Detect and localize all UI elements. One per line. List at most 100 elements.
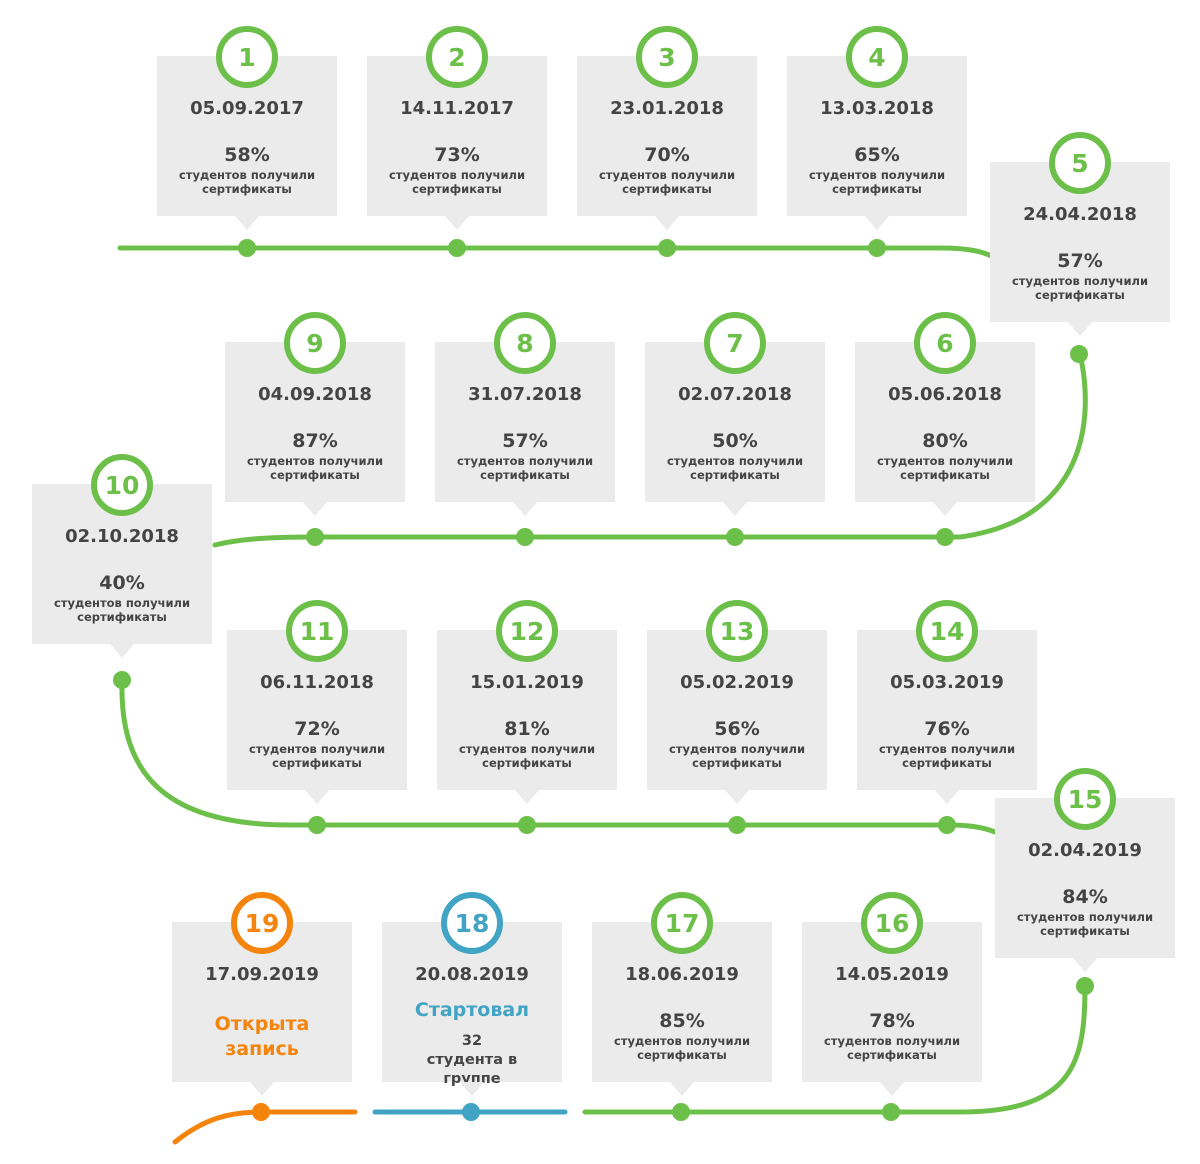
track-dot-17 xyxy=(672,1103,690,1121)
step-date: 14.05.2019 xyxy=(835,964,949,985)
step-number-badge: 11 xyxy=(286,600,348,662)
track-dot-3 xyxy=(658,239,676,257)
track-dot-11 xyxy=(308,816,326,834)
step-number-badge: 3 xyxy=(636,26,698,88)
step-number-badge: 8 xyxy=(494,312,556,374)
step-date: 13.03.2018 xyxy=(820,98,934,119)
track-dot-10 xyxy=(113,671,131,689)
step-caption: студентов получили сертификаты xyxy=(456,454,594,482)
track-dot-8 xyxy=(516,528,534,546)
step-percent: 72% xyxy=(294,718,340,740)
step-card-5: 5 24.04.2018 57% студентов получили серт… xyxy=(990,132,1170,336)
step-status: Открыта запись xyxy=(214,1013,310,1060)
step-number-badge: 5 xyxy=(1049,132,1111,194)
step-caption: студентов получили сертификаты xyxy=(53,596,191,624)
step-date: 04.09.2018 xyxy=(258,384,372,405)
step-number-badge: 17 xyxy=(651,892,713,954)
track-dot-12 xyxy=(518,816,536,834)
step-number-badge: 14 xyxy=(916,600,978,662)
step-number-badge: 18 xyxy=(441,892,503,954)
track-dot-9 xyxy=(306,528,324,546)
step-date: 02.04.2019 xyxy=(1028,840,1142,861)
step-card-10: 10 02.10.2018 40% студентов получили сер… xyxy=(32,454,212,658)
step-percent: 57% xyxy=(502,430,548,452)
step-card-3: 3 23.01.2018 70% студентов получили серт… xyxy=(577,26,757,230)
step-number-badge: 10 xyxy=(91,454,153,516)
track-dot-4 xyxy=(868,239,886,257)
step-percent: 73% xyxy=(434,144,480,166)
track-dot-2 xyxy=(448,239,466,257)
step-date: 17.09.2019 xyxy=(205,964,319,985)
step-date: 05.02.2019 xyxy=(680,672,794,693)
track-dots xyxy=(113,239,1094,1121)
step-caption: студентов получили сертификаты xyxy=(876,454,1014,482)
step-percent: 40% xyxy=(99,572,145,594)
step-number-badge: 7 xyxy=(704,312,766,374)
step-number-badge: 13 xyxy=(706,600,768,662)
track-line-row-3 xyxy=(119,677,998,835)
step-status: Стартовал xyxy=(414,999,530,1021)
step-date: 02.07.2018 xyxy=(678,384,792,405)
step-caption: студентов получили сертификаты xyxy=(248,742,386,770)
step-caption: студентов получили сертификаты xyxy=(598,168,736,196)
step-date: 24.04.2018 xyxy=(1023,204,1137,225)
step-percent: 80% xyxy=(922,430,968,452)
track-dot-13 xyxy=(728,816,746,834)
step-card-4: 4 13.03.2018 65% студентов получили серт… xyxy=(787,26,967,230)
step-caption: студентов получили сертификаты xyxy=(823,1034,961,1062)
step-percent: 70% xyxy=(644,144,690,166)
step-caption: студентов получили сертификаты xyxy=(613,1034,751,1062)
step-caption: студентов получили сертификаты xyxy=(1011,274,1149,302)
step-date: 18.06.2019 xyxy=(625,964,739,985)
step-caption: студентов получили сертификаты xyxy=(666,454,804,482)
step-card-18: 18 20.08.2019 Стартовал 32 студента в гр… xyxy=(382,892,562,1096)
step-number-badge: 19 xyxy=(231,892,293,954)
step-number-badge: 6 xyxy=(914,312,976,374)
step-date: 15.01.2019 xyxy=(470,672,584,693)
step-percent: 78% xyxy=(869,1010,915,1032)
step-date: 05.09.2017 xyxy=(190,98,304,119)
step-number-badge: 12 xyxy=(496,600,558,662)
step-percent: 81% xyxy=(504,718,550,740)
step-number-badge: 9 xyxy=(284,312,346,374)
step-percent: 50% xyxy=(712,430,758,452)
step-percent: 76% xyxy=(924,718,970,740)
step-card-15: 15 02.04.2019 84% студентов получили сер… xyxy=(995,768,1175,972)
step-card-14: 14 05.03.2019 76% студентов получили сер… xyxy=(857,600,1037,804)
track-dot-5 xyxy=(1070,345,1088,363)
track-dot-19 xyxy=(252,1103,270,1121)
step-card-13: 13 05.02.2019 56% студентов получили сер… xyxy=(647,600,827,804)
track-line-row-2 xyxy=(212,351,1088,548)
track-dot-16 xyxy=(882,1103,900,1121)
step-card-19: 19 17.09.2019 Открыта запись xyxy=(172,892,352,1096)
step-number-badge: 15 xyxy=(1054,768,1116,830)
track-dot-6 xyxy=(936,528,954,546)
step-caption: студентов получили сертификаты xyxy=(246,454,384,482)
step-card-7: 7 02.07.2018 50% студентов получили серт… xyxy=(645,312,825,516)
step-date: 31.07.2018 xyxy=(468,384,582,405)
step-caption: студентов получили сертификаты xyxy=(668,742,806,770)
step-number-badge: 1 xyxy=(216,26,278,88)
step-percent: 58% xyxy=(224,144,270,166)
step-subtext: 32 студента в группе xyxy=(426,1033,518,1087)
step-number-badge: 4 xyxy=(846,26,908,88)
step-percent: 84% xyxy=(1062,886,1108,908)
track-line-row-4 xyxy=(582,983,1088,1115)
step-date: 05.03.2019 xyxy=(890,672,1004,693)
step-date: 23.01.2018 xyxy=(610,98,724,119)
step-card-11: 11 06.11.2018 72% студентов получили сер… xyxy=(227,600,407,804)
track-dot-15 xyxy=(1076,977,1094,995)
step-caption: студентов получили сертификаты xyxy=(1016,910,1154,938)
track-dot-18 xyxy=(462,1103,480,1121)
track-dot-1 xyxy=(238,239,256,257)
step-number-badge: 16 xyxy=(861,892,923,954)
step-caption: студентов получили сертификаты xyxy=(458,742,596,770)
step-percent: 65% xyxy=(854,144,900,166)
step-card-1: 1 05.09.2017 58% студентов получили серт… xyxy=(157,26,337,230)
step-card-2: 2 14.11.2017 73% студентов получили серт… xyxy=(367,26,547,230)
step-caption: студентов получили сертификаты xyxy=(878,742,1016,770)
step-card-8: 8 31.07.2018 57% студентов получили серт… xyxy=(435,312,615,516)
step-card-9: 9 04.09.2018 87% студентов получили серт… xyxy=(225,312,405,516)
step-card-6: 6 05.06.2018 80% студентов получили серт… xyxy=(855,312,1035,516)
